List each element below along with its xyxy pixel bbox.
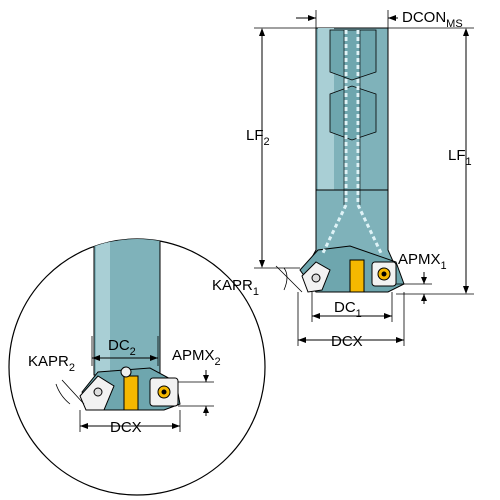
label-dc1-sub: 1 <box>356 308 362 320</box>
detail-clamp <box>123 375 139 411</box>
label-dc2-sub: 2 <box>130 346 136 358</box>
coolant-channels <box>320 30 384 256</box>
label-dcon-sub: MS <box>446 18 463 30</box>
svg-text:DC1: DC1 <box>334 299 362 320</box>
label-lf2: LF <box>246 127 264 144</box>
clamp-yellow <box>349 259 365 293</box>
label-apmx1-sub: 1 <box>441 260 447 272</box>
label-kapr1: KAPR <box>212 277 253 294</box>
svg-text:KAPR1: KAPR1 <box>212 277 259 298</box>
label-kapr2-sub: 2 <box>69 362 75 374</box>
labels: DCONMS LF2 LF1 APMX1 KAPR1 DC1 DCX DC2 A… <box>28 9 472 436</box>
label-dcx-detail: DCX <box>110 419 142 436</box>
shank-flat-upper <box>329 29 377 81</box>
label-dc1: DC <box>334 299 356 316</box>
label-kapr2: KAPR <box>28 353 69 370</box>
label-dcx: DCX <box>331 333 363 350</box>
label-dcon: DCON <box>402 9 446 26</box>
detail-view <box>8 238 266 496</box>
dimension-lines <box>254 10 474 346</box>
label-dc2: DC <box>108 337 130 354</box>
label-lf1: LF <box>448 147 466 164</box>
svg-text:LF2: LF2 <box>246 127 270 148</box>
label-apmx1: APMX <box>398 251 441 268</box>
svg-text:KAPR2: KAPR2 <box>28 353 75 374</box>
svg-text:DCONMS: DCONMS <box>402 9 463 30</box>
svg-text:APMX1: APMX1 <box>398 251 447 272</box>
svg-text:LF1: LF1 <box>448 147 472 168</box>
insert-left-screw <box>311 273 321 283</box>
label-apmx2-sub: 2 <box>215 356 221 368</box>
label-kapr1-sub: 1 <box>253 286 259 298</box>
svg-text:APMX2: APMX2 <box>172 347 221 368</box>
shank-flat-lower <box>329 85 377 141</box>
label-lf2-sub: 2 <box>264 136 270 148</box>
tool-side-view <box>299 27 405 293</box>
label-lf1-sub: 1 <box>466 156 472 168</box>
label-apmx2: APMX <box>172 347 215 364</box>
svg-text:DC2: DC2 <box>108 337 136 358</box>
